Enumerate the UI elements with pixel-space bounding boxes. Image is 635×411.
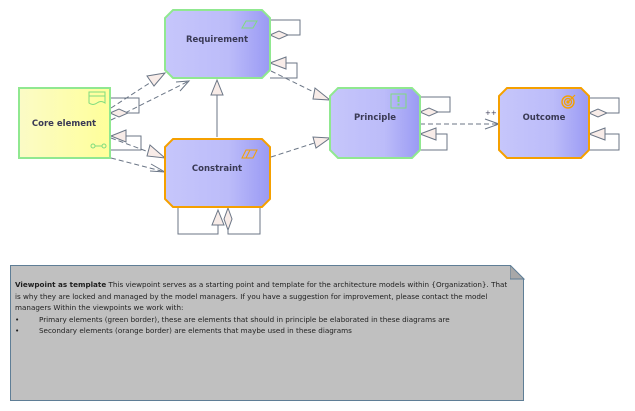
edge-requirement-self-aggregation[interactable]	[268, 19, 301, 40]
edge-principle-self-specialization[interactable]	[418, 127, 448, 151]
note-text: Viewpoint as template This viewpoint ser…	[15, 279, 515, 337]
edge-outcome-self-aggregation[interactable]	[587, 97, 620, 118]
edge-principle-self-aggregation[interactable]	[418, 96, 451, 117]
edge-core-constraint-realization[interactable]	[110, 137, 167, 159]
node-label: Constraint	[192, 164, 242, 174]
node-label: Core element	[32, 119, 96, 129]
bullet-text: Secondary elements (orange border) are e…	[39, 326, 352, 336]
requirement-icon	[241, 20, 258, 29]
principle-icon	[390, 93, 407, 109]
bullet-text: Primary elements (green border), these a…	[39, 314, 450, 324]
node-label: Outcome	[523, 113, 566, 123]
connectors	[108, 19, 620, 235]
edge-requirement-self-specialization[interactable]	[268, 56, 298, 79]
node-principle[interactable]: Principle	[329, 87, 421, 159]
note-bullet-primary: • Primary elements (green border), these…	[15, 314, 515, 326]
edge-outcome-self-specialization[interactable]	[587, 127, 620, 151]
edge-core-requirement-realization[interactable]	[110, 72, 167, 109]
edge-core-self-specialization[interactable]	[109, 129, 142, 151]
influence-strength-label: ++	[485, 109, 497, 117]
node-requirement[interactable]: Requirement	[164, 9, 271, 79]
node-core-element[interactable]: Core element	[18, 87, 111, 159]
outcome-target-icon	[561, 94, 576, 109]
edge-constraint-principle-realization[interactable]	[270, 136, 332, 158]
note-bullet-secondary: • Secondary elements (orange border) are…	[15, 325, 515, 337]
node-label: Requirement	[186, 35, 248, 45]
business-object-icon	[88, 91, 106, 105]
edge-constraint-self-specialization[interactable]	[177, 208, 225, 235]
edge-core-self-aggregation[interactable]	[108, 97, 140, 118]
edge-constraint-requirement-specialization[interactable]	[210, 78, 224, 137]
edge-core-constraint-influence[interactable]	[110, 157, 166, 173]
interface-icon	[90, 143, 107, 149]
node-label: Principle	[354, 113, 396, 123]
viewpoint-note[interactable]	[10, 265, 524, 401]
edge-constraint-self-aggregation[interactable]	[223, 206, 261, 235]
bullet-symbol: •	[15, 326, 20, 336]
node-constraint[interactable]: Constraint	[164, 138, 271, 208]
edge-principle-outcome-influence[interactable]	[420, 118, 501, 130]
bullet-symbol: •	[15, 314, 20, 324]
edge-requirement-principle-realization[interactable]	[270, 70, 332, 101]
note-title: Viewpoint as template	[15, 280, 107, 289]
note-fold-corner	[510, 265, 525, 280]
constraint-icon	[241, 149, 258, 159]
note-intro-text: This viewpoint serves as a starting poin…	[15, 280, 508, 313]
edge-core-requirement-influence[interactable]	[110, 80, 191, 121]
note-intro: Viewpoint as template This viewpoint ser…	[15, 279, 515, 314]
node-outcome[interactable]: Outcome	[498, 87, 590, 159]
